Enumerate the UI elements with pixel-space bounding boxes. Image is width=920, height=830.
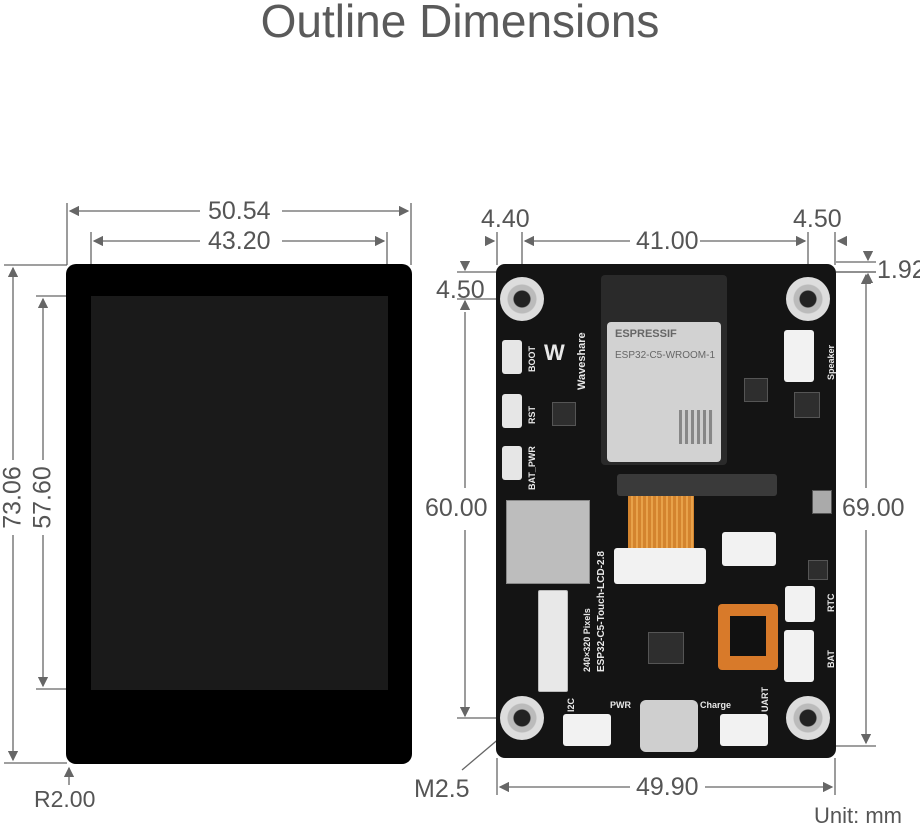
qr-code-icon (679, 410, 713, 444)
dim-front-width-inner: 43.20 (208, 227, 271, 255)
dim-front-width-outer: 50.54 (208, 197, 271, 225)
logo-text: Waveshare (576, 332, 588, 390)
uart-connector (720, 714, 768, 746)
mount-hole-top-right (786, 277, 830, 321)
dim-front-height-inner: 57.60 (28, 466, 57, 529)
dim-hole-spacing: 41.00 (636, 227, 699, 255)
power-button (502, 446, 522, 480)
battery-connector (784, 630, 814, 682)
label-bat: BAT (826, 650, 836, 668)
module-brand: ESPRESSIF (615, 328, 677, 340)
dim-board-height: 69.00 (842, 494, 905, 522)
ic-chip (552, 402, 576, 426)
dim-hole-vertical-spacing: 60.00 (425, 494, 488, 522)
dim-corner-radius: R2.00 (34, 786, 96, 812)
module-model: ESP32-C5-WROOM-1 (615, 350, 716, 361)
waveshare-logo-icon: W (544, 340, 565, 365)
dim-board-width: 49.90 (636, 773, 699, 801)
reset-button (502, 394, 522, 428)
ic-chip (648, 632, 684, 664)
dim-hole-offset-top: 4.50 (436, 276, 485, 304)
label-bat-pwr: BAT_PWR (527, 446, 537, 490)
sd-card-slot (506, 500, 590, 584)
ic-chip (744, 378, 768, 402)
boot-button (502, 340, 522, 374)
ic-chip (808, 560, 828, 580)
speaker-connector (784, 330, 814, 382)
label-boot: BOOT (527, 346, 537, 372)
mount-hole-bottom-right (786, 696, 830, 740)
label-uart: UART (760, 687, 770, 712)
label-pwr: PWR (610, 700, 631, 710)
mount-hole-bottom-left (500, 696, 544, 740)
dim-mount-hole: M2.5 (414, 775, 470, 803)
unit-label: Unit: mm (814, 803, 902, 828)
display-active-area (91, 296, 388, 690)
rtc-connector (785, 586, 815, 622)
page-title: Outline Dimensions (260, 0, 660, 47)
usb-c-port (640, 700, 698, 752)
dim-top-edge-offset: 1.92 (877, 256, 920, 284)
camera-connector (722, 532, 776, 566)
label-charge: Charge (700, 700, 732, 710)
i2c-connector (563, 714, 611, 746)
dim-front-height-outer: 73.06 (0, 466, 27, 529)
resolution-label: 240×320 Pixels (582, 608, 592, 672)
camera-sensor (718, 604, 778, 670)
dim-hole-offset-right: 4.50 (793, 205, 842, 233)
label-speaker: Speaker (826, 344, 836, 380)
gpio-header (538, 590, 568, 692)
label-rst: RST (527, 406, 537, 424)
label-i2c: I2C (566, 697, 576, 712)
dim-hole-offset-left: 4.40 (481, 205, 530, 233)
fpc-connector (614, 548, 706, 584)
board-name: ESP32-C5-Touch-LCD-2.8 (596, 551, 607, 672)
fpc-cable (628, 492, 694, 554)
slot-cutout (617, 474, 777, 496)
mount-hole-top-left (500, 277, 544, 321)
module-shield: ESPRESSIF ESP32-C5-WROOM-1 (607, 322, 721, 462)
microphone-icon (812, 490, 832, 514)
ic-chip (794, 392, 820, 418)
label-rtc: RTC (826, 593, 836, 613)
